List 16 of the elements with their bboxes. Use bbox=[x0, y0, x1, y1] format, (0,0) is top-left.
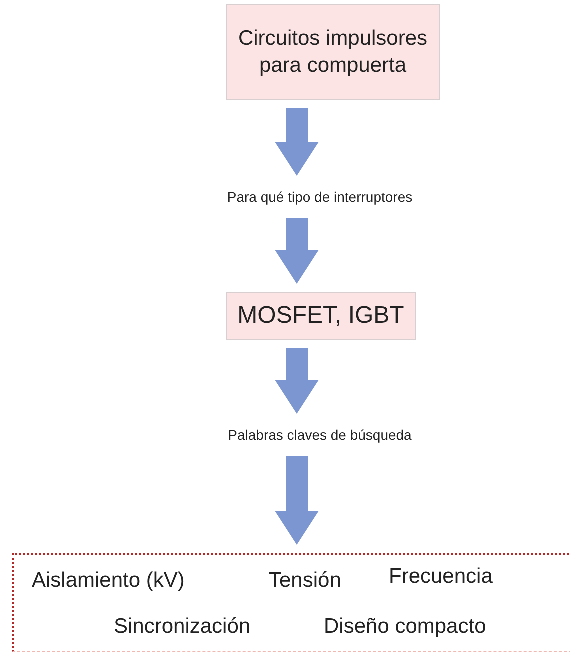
step-label: Palabras claves de búsqueda bbox=[210, 422, 430, 448]
keyword-group bbox=[12, 553, 570, 652]
block-arrow bbox=[275, 108, 319, 176]
box-text: Circuitos impulsores para compuerta bbox=[237, 26, 429, 79]
block-arrow bbox=[275, 218, 319, 284]
box-text: MOSFET, IGBT bbox=[238, 301, 404, 332]
keyword-text: Frecuencia bbox=[389, 565, 493, 589]
step-label: Para qué tipo de interruptores bbox=[205, 184, 435, 210]
keyword-text: Sincronización bbox=[114, 615, 251, 639]
keyword-text: Aislamiento (kV) bbox=[32, 569, 185, 593]
block-arrow bbox=[275, 348, 319, 414]
process-box bbox=[226, 292, 416, 340]
keyword-text: Tensión bbox=[269, 569, 342, 593]
keyword-text: Diseño compacto bbox=[324, 615, 486, 639]
block-arrow bbox=[275, 456, 319, 545]
process-box bbox=[226, 4, 440, 100]
